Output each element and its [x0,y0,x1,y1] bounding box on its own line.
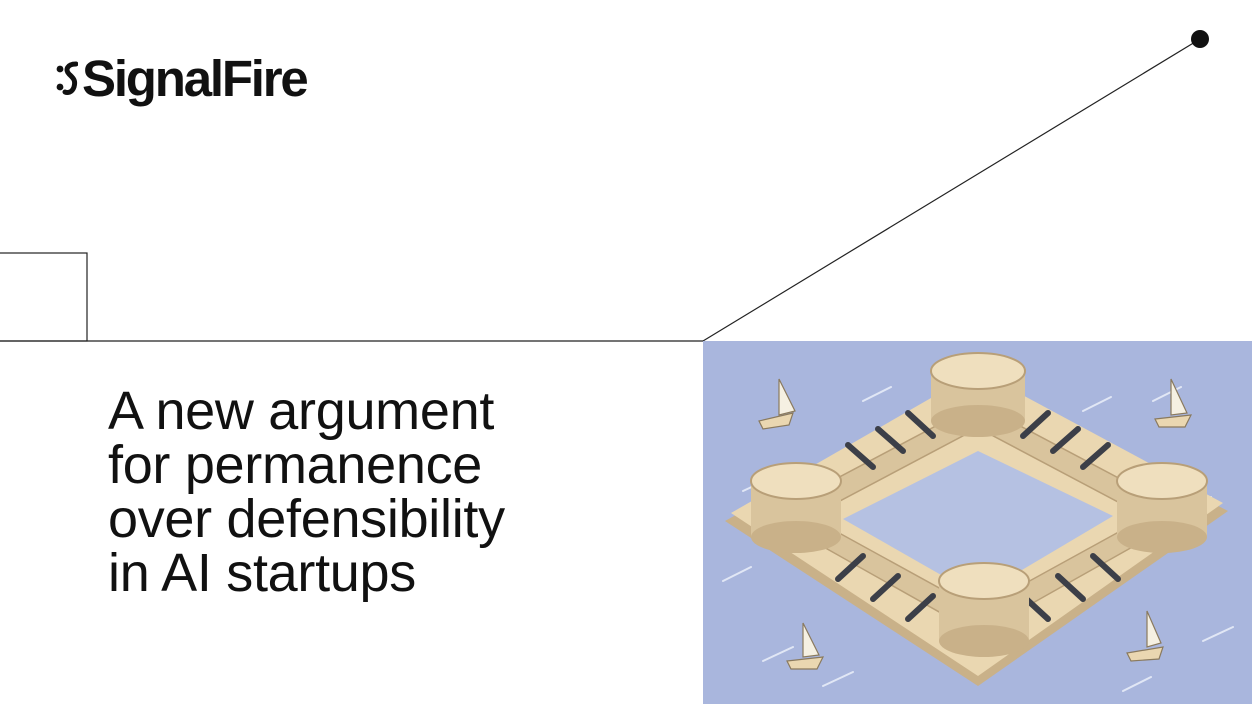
fortress-illustration [703,341,1252,704]
article-headline: A new argument for permanence over defen… [108,384,688,600]
endpoint-dot [1191,30,1209,48]
headline-line-3: over defensibility [108,489,505,549]
diagonal-rule [702,38,1201,342]
headline-line-4: in AI startups [108,543,416,603]
decorative-square [0,252,88,342]
logo-wordmark: SignalFire [82,49,309,107]
headline-line-2: for permanence [108,435,483,495]
headline-line-1: A new argument [108,381,495,441]
signalfire-mark-icon [56,61,78,95]
fortress-icon [703,341,1252,704]
signalfire-logo[interactable]: SignalFire [56,46,309,110]
